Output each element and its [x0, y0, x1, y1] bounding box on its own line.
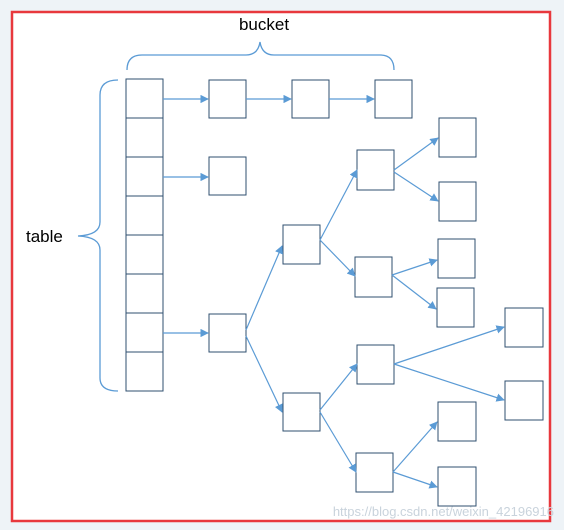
tree-leaf-2 [438, 181, 477, 222]
list-node-1-3 [374, 79, 413, 119]
arrow-root-to-l1-top [245, 245, 283, 331]
tree-leaf-8 [437, 466, 477, 507]
list-node-1-1 [208, 79, 247, 119]
table-slot [125, 234, 164, 275]
tree-root-node [208, 313, 247, 353]
tree-node-l1-top [282, 224, 321, 265]
outer-red-border [10, 10, 552, 523]
table-slot [125, 312, 164, 353]
arrow-root-to-l1-bottom [245, 335, 283, 413]
tree-leaf-3 [437, 238, 476, 279]
watermark: https://blog.csdn.net/weixin_42196916 [333, 504, 554, 519]
arrow-l2a-to-leaf2 [393, 171, 439, 202]
arrow-l2d-to-leaf8 [392, 471, 438, 489]
tree-node-l2-a [356, 149, 395, 191]
list-node-2-1 [208, 156, 247, 196]
tree-leaf-5 [504, 307, 544, 348]
table-label: table [26, 227, 63, 246]
tree-leaf-7 [437, 401, 477, 442]
tree-leaf-6 [504, 380, 544, 421]
tree-node-l1-bottom [282, 392, 321, 432]
table-array [125, 78, 164, 392]
tree-leaf-1 [438, 117, 477, 158]
arrow-l2c-to-leaf6 [393, 363, 505, 402]
connector-arrows [163, 94, 505, 489]
tree-leaf-4 [436, 287, 475, 328]
table-brace [77, 79, 119, 392]
arrow-l1bot-to-l2d [319, 411, 357, 473]
arrow-l2b-to-leaf4 [391, 274, 437, 310]
tree-node-l2-d [355, 452, 394, 493]
arrow-l2b-to-leaf3 [391, 258, 438, 276]
arrow-l1top-to-l2b [319, 239, 356, 277]
tree-node-l2-b [354, 256, 393, 298]
table-slot [125, 78, 164, 119]
table-slot [125, 195, 164, 236]
arrow-l1top-to-l2a [319, 169, 358, 241]
arrow-l1bot-to-l2c [319, 363, 358, 411]
table-slot [125, 156, 164, 197]
table-slot [125, 117, 164, 158]
tree-node-l2-c [356, 344, 395, 385]
bucket-label: bucket [239, 15, 289, 34]
arrow-l2a-to-leaf1 [393, 137, 439, 171]
table-slot [125, 351, 164, 392]
arrow-l2c-to-leaf5 [393, 325, 505, 365]
table-slot [125, 273, 164, 314]
arrow-l2d-to-leaf7 [392, 421, 438, 473]
bucket-brace [126, 41, 395, 71]
list-node-1-2 [291, 79, 330, 119]
